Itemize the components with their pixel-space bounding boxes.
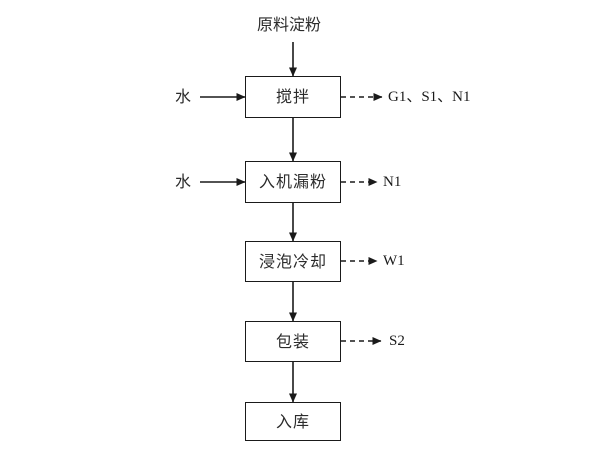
process-node-pack[interactable]: 包装 bbox=[245, 321, 341, 362]
output-stream-label-mix: G1、S1、N1 bbox=[388, 89, 471, 105]
process-node-leak-label: 入机漏粉 bbox=[258, 172, 327, 191]
process-node-soak-label: 浸泡冷却 bbox=[258, 251, 327, 271]
input-label-raw-starch: 原料淀粉 bbox=[257, 15, 322, 34]
water-input-label-1: 水 bbox=[175, 87, 192, 106]
process-node-storage-label: 入库 bbox=[275, 411, 310, 431]
process-node-storage[interactable]: 入库 bbox=[245, 402, 341, 441]
process-node-pack-label: 包装 bbox=[275, 331, 310, 351]
process-node-mix-label: 搅拌 bbox=[275, 87, 310, 106]
water-input-label-2: 水 bbox=[175, 172, 192, 191]
output-stream-label-pack: S2 bbox=[389, 333, 405, 349]
output-stream-label-soak: W1 bbox=[383, 253, 405, 269]
process-node-mix[interactable]: 搅拌 bbox=[245, 76, 341, 118]
output-stream-label-leak: N1 bbox=[383, 174, 402, 190]
process-node-soak[interactable]: 浸泡冷却 bbox=[245, 241, 341, 282]
process-node-leak[interactable]: 入机漏粉 bbox=[245, 161, 341, 203]
